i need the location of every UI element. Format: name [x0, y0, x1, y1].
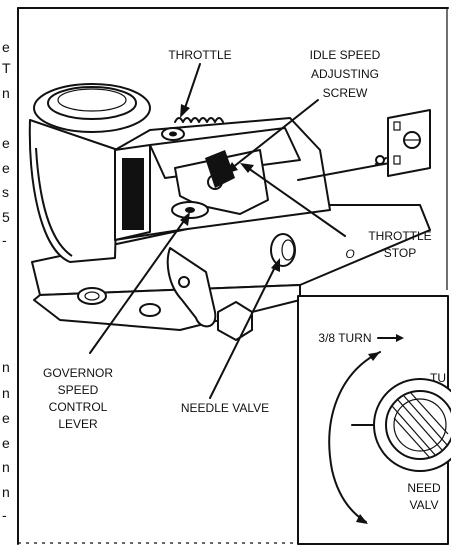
label-governor-3: CONTROL — [49, 400, 108, 414]
edge-char: 5 — [2, 209, 10, 225]
label-idle-speed-2: ADJUSTING — [311, 67, 379, 81]
edge-char: - — [2, 232, 7, 248]
label-governor-1: GOVERNOR — [43, 366, 113, 380]
edge-char: n — [2, 359, 10, 375]
edge-char: n — [2, 484, 10, 500]
edge-char: e — [2, 135, 10, 151]
label-governor-2: SPEED — [58, 383, 99, 397]
edge-char: - — [2, 507, 7, 523]
detail-inset: 3/8 TURN TU NEED VALV — [297, 295, 451, 545]
edge-char: n — [2, 385, 10, 401]
leader-lines — [89, 63, 346, 399]
label-inset-tu: TU — [430, 371, 446, 385]
callouts: THROTTLE IDLE SPEED ADJUSTING SCREW THRO… — [43, 48, 432, 431]
left-edge-text: e T n e e s 5 - n n e e n n - — [2, 39, 11, 523]
carburetor-body — [28, 83, 431, 341]
edge-char: n — [2, 459, 10, 475]
edge-char: e — [2, 435, 10, 451]
label-idle-speed-1: IDLE SPEED — [310, 48, 381, 62]
label-needle-valve: NEEDLE VALVE — [181, 401, 269, 415]
label-throttle: THROTTLE — [168, 48, 231, 62]
label-throttle-stop-1: THROTTLE — [368, 229, 431, 243]
edge-char: T — [2, 60, 11, 76]
label-o: O — [345, 247, 354, 261]
edge-char: e — [2, 410, 10, 426]
label-idle-speed-3: SCREW — [323, 86, 368, 100]
edge-char: n — [2, 85, 10, 101]
edge-char: s — [2, 184, 9, 200]
edge-char: e — [2, 160, 10, 176]
edge-char: e — [2, 39, 10, 55]
label-governor-4: LEVER — [58, 417, 98, 431]
label-inset-needle-1: NEED — [407, 481, 441, 495]
label-inset-needle-2: VALV — [410, 498, 439, 512]
label-three-eighths-turn: 3/8 TURN — [318, 331, 371, 345]
label-throttle-stop-2: STOP — [384, 246, 416, 260]
